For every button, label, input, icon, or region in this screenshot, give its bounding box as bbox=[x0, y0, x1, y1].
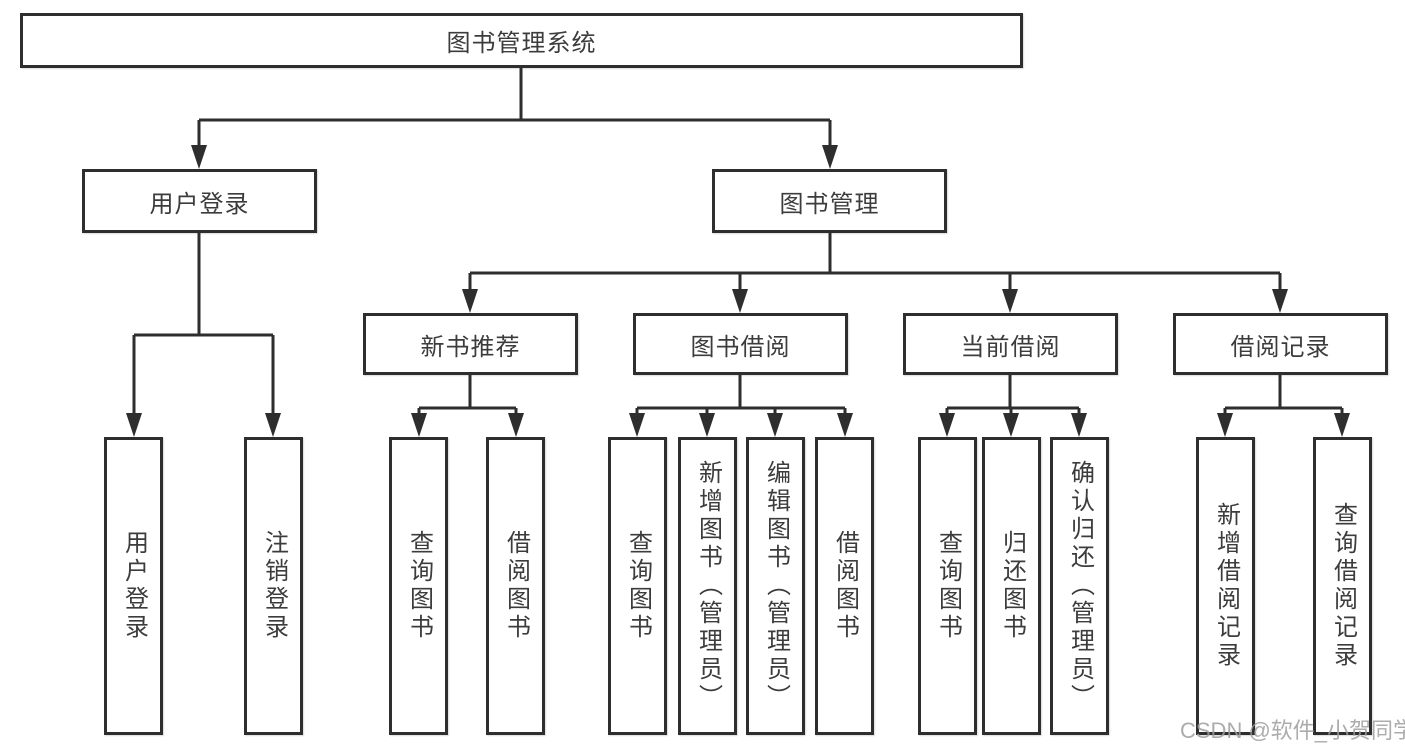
node-library-management-system-label: 图书管理系统 bbox=[446, 30, 597, 57]
node-book-management-branch: 图书管理 bbox=[712, 169, 947, 233]
leaf-logout-label: 注销登录 bbox=[260, 530, 288, 642]
leaf-cb-confirm-return-admin: 确认归还（管理员） bbox=[1050, 437, 1109, 735]
leaf-br-add-record-label: 新增借阅记录 bbox=[1212, 502, 1240, 670]
node-current-borrow: 当前借阅 bbox=[903, 313, 1118, 375]
leaf-br-query-record-label: 查询借阅记录 bbox=[1329, 502, 1357, 670]
leaf-bb-query-books-label: 查询图书 bbox=[624, 530, 652, 642]
node-book-borrow-label: 图书借阅 bbox=[690, 333, 791, 361]
leaf-br-query-record: 查询借阅记录 bbox=[1313, 437, 1372, 735]
leaf-bb-borrow-books-label: 借阅图书 bbox=[831, 530, 859, 642]
node-borrow-records-label: 借阅记录 bbox=[1230, 333, 1331, 361]
leaf-user-login-label: 用户登录 bbox=[120, 530, 148, 642]
node-new-book-recommend: 新书推荐 bbox=[363, 313, 578, 375]
node-user-login-branch: 用户登录 bbox=[82, 169, 317, 233]
leaf-bb-add-books-admin: 新增图书（管理员） bbox=[678, 437, 737, 735]
leaf-cb-query-books-label: 查询图书 bbox=[934, 530, 962, 642]
node-library-management-system: 图书管理系统 bbox=[20, 13, 1023, 68]
node-user-login-branch-label: 用户登录 bbox=[149, 190, 250, 218]
leaf-cb-query-books: 查询图书 bbox=[918, 437, 977, 735]
leaf-br-add-record: 新增借阅记录 bbox=[1196, 437, 1255, 735]
leaf-bb-edit-books-admin-label: 编辑图书（管理员） bbox=[762, 460, 790, 712]
leaf-cb-return-books-label: 归还图书 bbox=[998, 530, 1026, 642]
node-current-borrow-label: 当前借阅 bbox=[960, 333, 1061, 361]
leaf-logout: 注销登录 bbox=[244, 437, 303, 735]
node-borrow-records: 借阅记录 bbox=[1173, 313, 1388, 375]
leaf-nbr-borrow-books-label: 借阅图书 bbox=[502, 530, 530, 642]
node-new-book-recommend-label: 新书推荐 bbox=[420, 333, 521, 361]
node-book-management-branch-label: 图书管理 bbox=[779, 190, 880, 218]
leaf-bb-add-books-admin-label: 新增图书（管理员） bbox=[694, 460, 722, 712]
node-book-borrow: 图书借阅 bbox=[633, 313, 848, 375]
leaf-bb-edit-books-admin: 编辑图书（管理员） bbox=[746, 437, 805, 735]
leaf-nbr-query-books: 查询图书 bbox=[389, 437, 448, 735]
leaf-nbr-query-books-label: 查询图书 bbox=[405, 530, 433, 642]
leaf-cb-confirm-return-admin-label: 确认归还（管理员） bbox=[1066, 460, 1094, 712]
leaf-bb-query-books: 查询图书 bbox=[608, 437, 667, 735]
leaf-cb-return-books: 归还图书 bbox=[982, 437, 1041, 735]
leaf-nbr-borrow-books: 借阅图书 bbox=[486, 437, 545, 735]
leaf-user-login: 用户登录 bbox=[104, 437, 163, 735]
leaf-bb-borrow-books: 借阅图书 bbox=[815, 437, 874, 735]
